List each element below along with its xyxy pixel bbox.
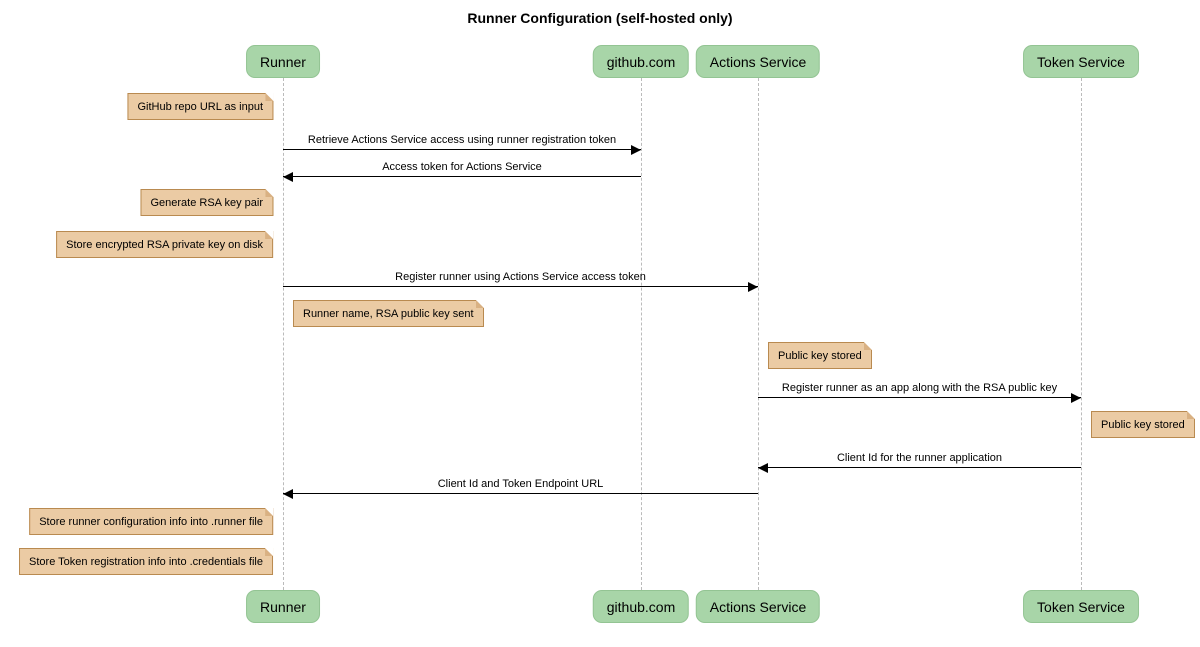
arrowhead-right-icon xyxy=(1071,393,1081,403)
message-client-id-token-endpoint: Client Id and Token Endpoint URL xyxy=(283,478,758,499)
participant-runner-top: Runner xyxy=(246,45,320,78)
message-line xyxy=(283,172,641,182)
arrowhead-left-icon xyxy=(283,489,293,499)
lifeline-token-service xyxy=(1081,78,1082,590)
message-access-token: Access token for Actions Service xyxy=(283,161,641,182)
participant-actions-service-bottom: Actions Service xyxy=(695,590,821,623)
diagram-title: Runner Configuration (self-hosted only) xyxy=(467,10,733,26)
participant-token-service-bottom: Token Service xyxy=(1023,590,1139,623)
message-label: Retrieve Actions Service access using ru… xyxy=(307,134,617,146)
note-runner-name-public-key-sent: Runner name, RSA public key sent xyxy=(293,300,484,327)
message-line xyxy=(283,489,758,499)
arrowhead-right-icon xyxy=(631,145,641,155)
message-label: Register runner as an app along with the… xyxy=(781,382,1058,394)
arrowhead-left-icon xyxy=(758,463,768,473)
message-line xyxy=(758,463,1081,473)
lifeline-actions-service xyxy=(758,78,759,590)
note-public-key-stored-token: Public key stored xyxy=(1091,411,1195,438)
message-client-id: Client Id for the runner application xyxy=(758,452,1081,473)
note-store-encrypted-private-key: Store encrypted RSA private key on disk xyxy=(56,231,273,258)
participant-token-service-top: Token Service xyxy=(1023,45,1139,78)
participant-actions-service-top: Actions Service xyxy=(695,45,821,78)
message-label: Register runner using Actions Service ac… xyxy=(395,271,646,283)
participant-github-com-top: github.com xyxy=(592,45,690,78)
message-line xyxy=(283,145,641,155)
note-store-credentials-file: Store Token registration info into .cred… xyxy=(19,548,273,575)
lifeline-runner xyxy=(283,78,284,590)
message-retrieve-actions-access: Retrieve Actions Service access using ru… xyxy=(283,134,641,155)
lifeline-github-com xyxy=(641,78,642,590)
message-register-runner: Register runner using Actions Service ac… xyxy=(283,271,758,292)
participant-github-com-bottom: github.com xyxy=(592,590,690,623)
participant-runner-bottom: Runner xyxy=(246,590,320,623)
note-store-runner-file: Store runner configuration info into .ru… xyxy=(29,508,273,535)
note-public-key-stored-actions: Public key stored xyxy=(768,342,872,369)
note-github-repo-url: GitHub repo URL as input xyxy=(127,93,273,120)
arrowhead-right-icon xyxy=(748,282,758,292)
message-line xyxy=(758,393,1081,403)
arrowhead-left-icon xyxy=(283,172,293,182)
message-label: Client Id and Token Endpoint URL xyxy=(437,478,604,490)
note-generate-rsa-key-pair: Generate RSA key pair xyxy=(140,189,273,216)
message-label: Client Id for the runner application xyxy=(836,452,1003,464)
message-label: Access token for Actions Service xyxy=(382,161,542,173)
message-register-runner-app: Register runner as an app along with the… xyxy=(758,382,1081,403)
message-line xyxy=(283,282,758,292)
